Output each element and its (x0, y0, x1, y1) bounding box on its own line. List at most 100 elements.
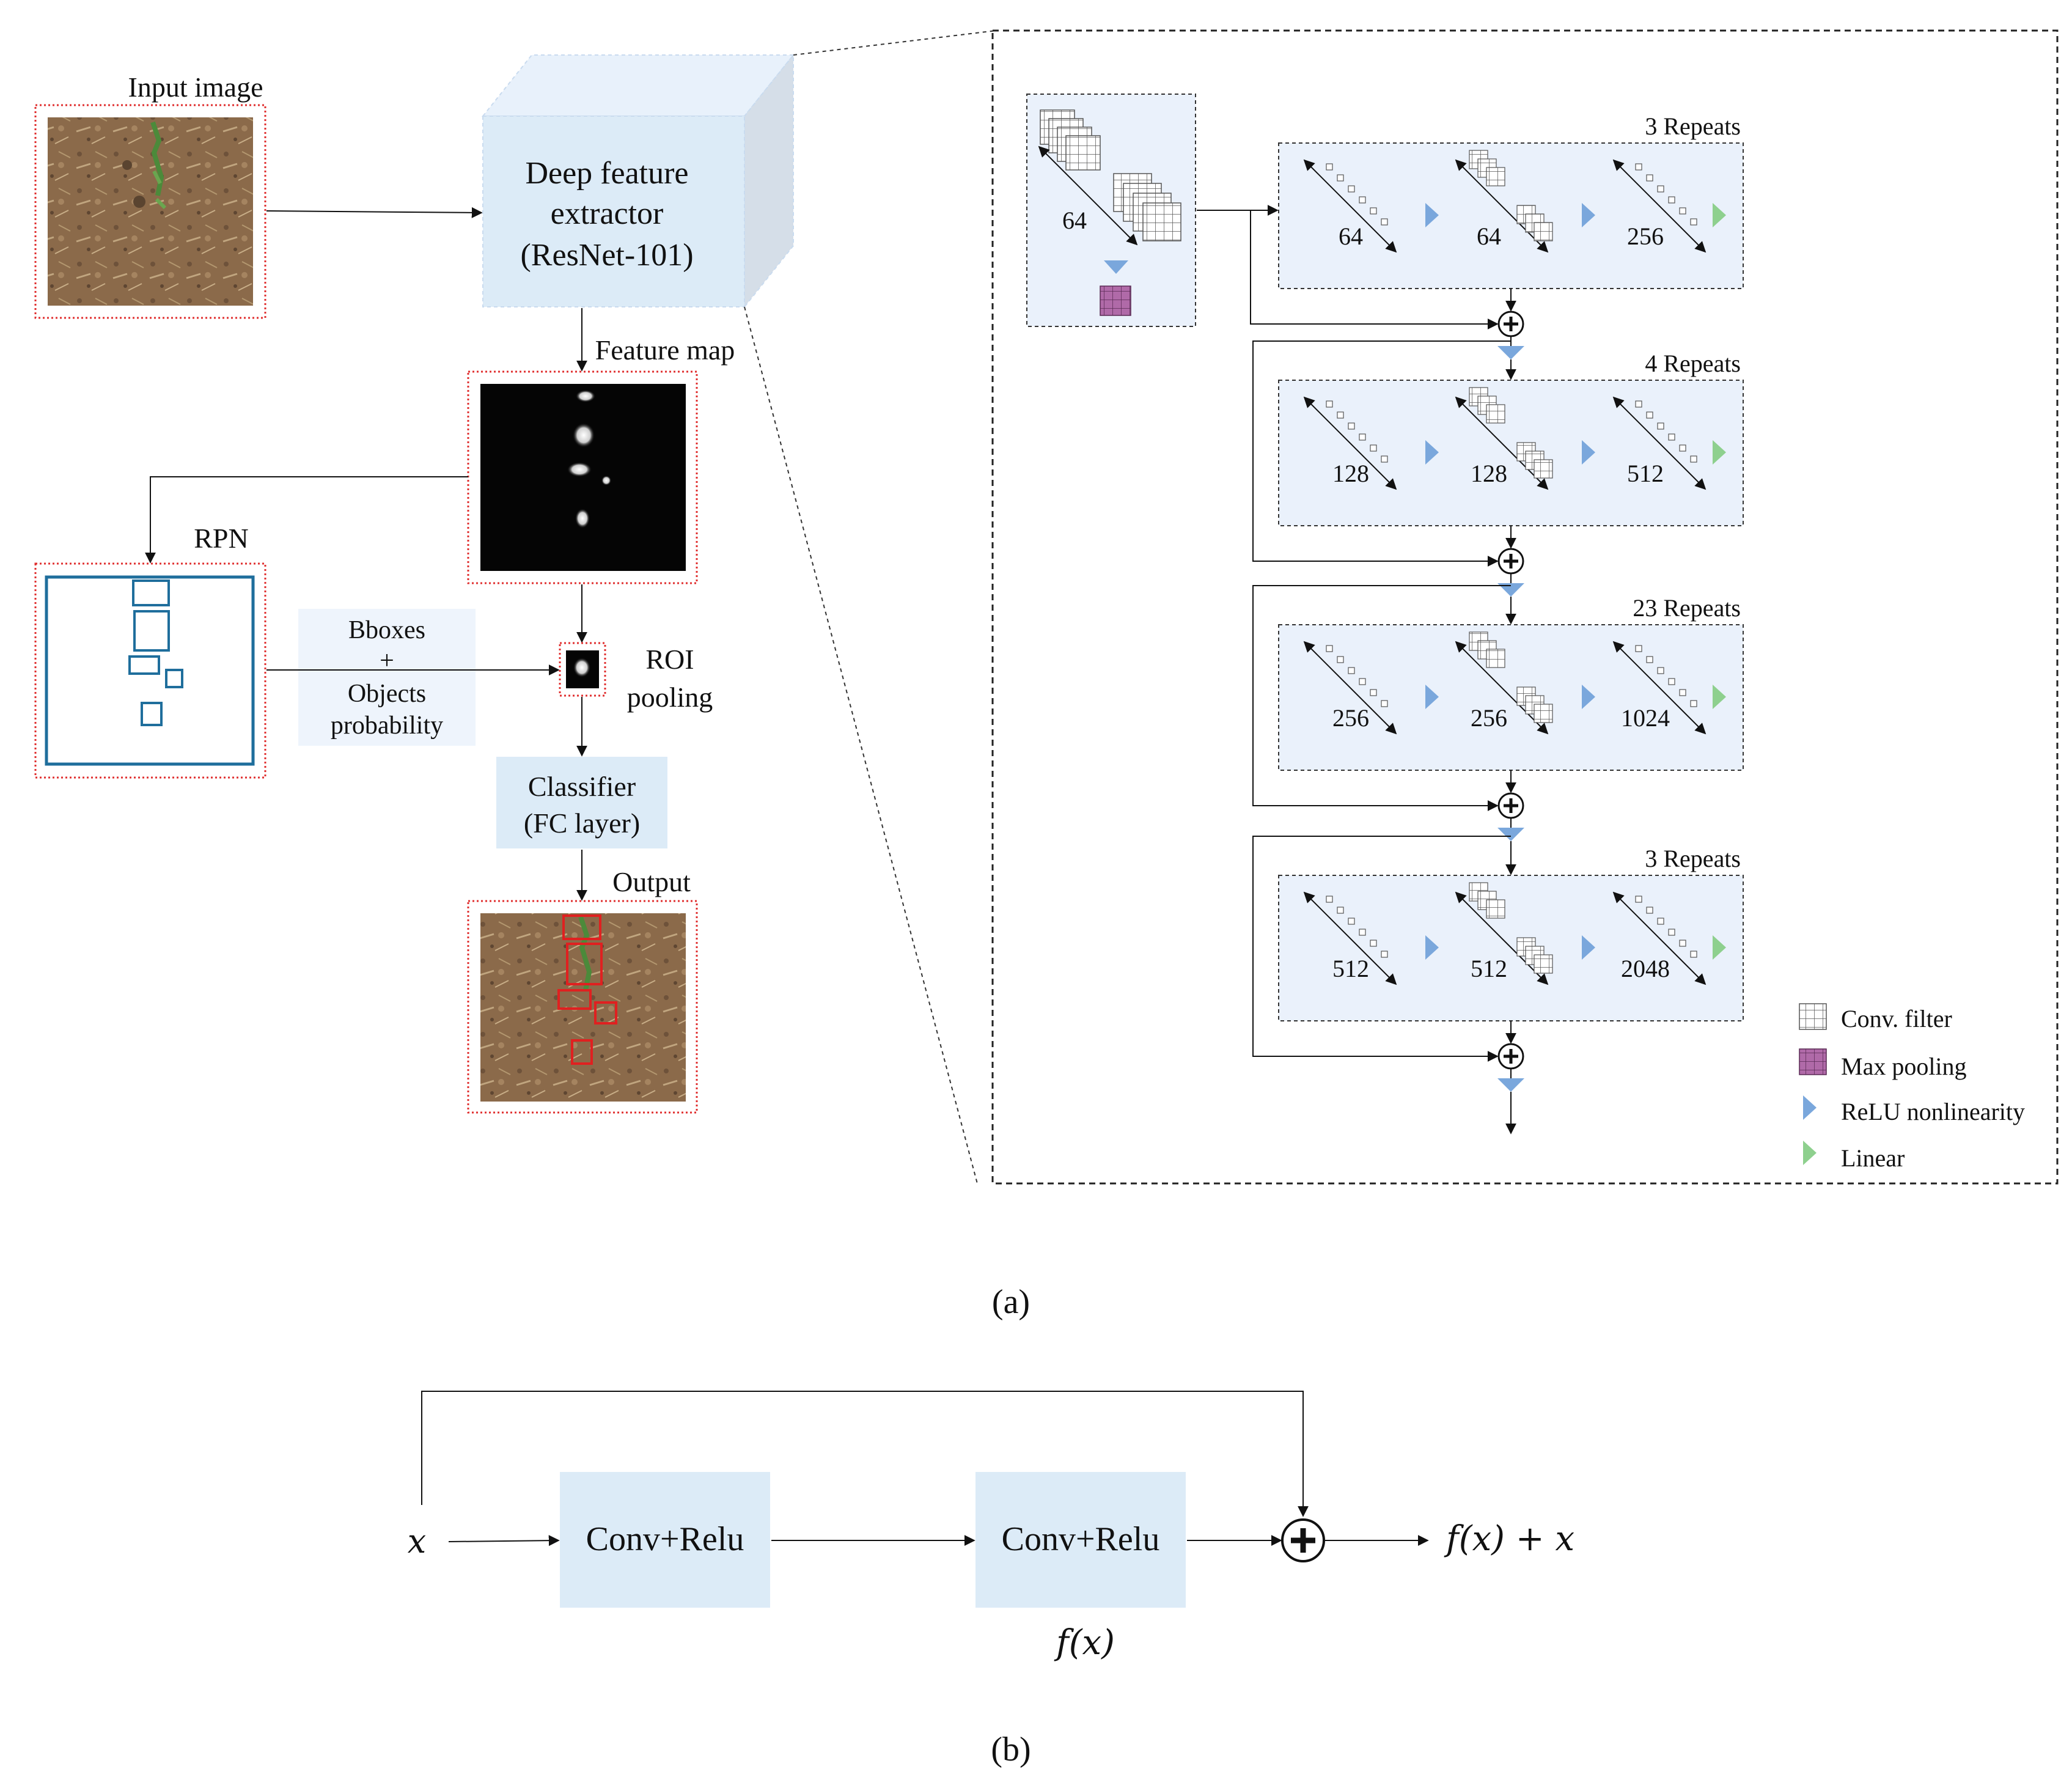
stem-relu-down (1104, 260, 1128, 274)
relu-down-icon (1497, 1078, 1524, 1092)
output-frame (467, 900, 698, 1114)
deep-feature-extractor: Deep feature extractor (ResNet-101) (481, 53, 795, 309)
bboxes-line4: probability (331, 712, 443, 740)
stage-repeats-label: 4 Repeats (1645, 350, 1741, 377)
classifier-line1: Classifier (528, 771, 636, 802)
rpn-frame (34, 562, 266, 779)
skip-connection (1252, 836, 1511, 1062)
legend: Conv. filter Max pooling ReLU nonlineari… (1799, 1003, 2025, 1172)
relu-down-icon (1497, 583, 1524, 597)
extractor-line3: (ResNet-101) (520, 238, 693, 273)
zoom-line-top (793, 30, 997, 56)
classifier-box (496, 757, 667, 848)
arrow-featuremap-to-rpn (145, 476, 468, 564)
conv-relu-block-2 (975, 1472, 1186, 1608)
stage-filter-count-2: 128 (1471, 460, 1507, 487)
conv-relu-block-2-label: Conv+Relu (1002, 1520, 1160, 1558)
legend-conv-icon (1799, 1003, 1827, 1030)
skip-connection (1250, 210, 1499, 329)
arrow-input-to-extractor (266, 207, 483, 218)
stage-filter-count-1: 512 (1332, 955, 1369, 982)
legend-conv-label: Conv. filter (1841, 1005, 1952, 1032)
input-image-label: Input image (128, 72, 263, 103)
output-label: Output (612, 866, 691, 897)
stage-filter-count-1: 256 (1332, 704, 1369, 732)
stem-block: 64 (1026, 94, 1196, 327)
skip-connection (1252, 585, 1511, 811)
rpn-boxes (45, 575, 255, 766)
bboxes-box (298, 609, 476, 746)
resnet-detail: 64 3 Repeats 64 64 256 4 Repeats 128 128 512 23 … (991, 29, 2059, 1185)
resnet-detail-frame (991, 29, 2059, 1185)
linear-icon (1713, 935, 1726, 960)
relu-icon (1425, 440, 1439, 465)
zoom-line-bottom (744, 306, 979, 1187)
output-image (480, 913, 686, 1102)
rpn-label: RPN (194, 523, 248, 554)
relu-icon (1582, 440, 1595, 465)
legend-relu-icon (1803, 1095, 1817, 1120)
relu-icon (1425, 685, 1439, 709)
resnet-stage-2: 4 Repeats 128 128 512 (1252, 340, 1744, 625)
caption-b: (b) (991, 1731, 1030, 1768)
linear-icon (1713, 203, 1726, 227)
relu-icon (1425, 203, 1439, 227)
roi-frame (559, 642, 606, 697)
extractor-line2: extractor (551, 196, 664, 231)
stage-repeats-label: 23 Repeats (1633, 594, 1741, 622)
stage-filter-count-2: 256 (1471, 704, 1507, 732)
sum-node (1497, 311, 1524, 337)
stage-filter-count-3: 256 (1627, 223, 1664, 250)
roi-blob (573, 658, 590, 677)
resnet-stage-3: 23 Repeats 256 256 1024 (1252, 585, 1744, 875)
sum-node (1497, 1043, 1524, 1070)
relu-down-icon (1497, 828, 1524, 841)
arrow-x-to-block1 (448, 1535, 560, 1547)
caption-a: (a) (992, 1283, 1030, 1321)
roi-line1: ROI (645, 644, 694, 675)
linear-icon (1713, 685, 1726, 709)
stage-filter-count-3: 2048 (1621, 955, 1670, 982)
stage-filter-count-2: 64 (1477, 223, 1501, 250)
bboxes-line3: Objects (348, 680, 426, 708)
bboxes-line1: Bboxes (348, 616, 425, 644)
relu-icon (1582, 203, 1595, 227)
conv-relu-block-1 (560, 1472, 770, 1608)
stage-filter-count-1: 128 (1332, 460, 1369, 487)
sum-node (1497, 792, 1524, 819)
legend-maxpool-icon (1799, 1048, 1827, 1075)
stem-label: 64 (1062, 207, 1087, 234)
stage-filter-count-3: 1024 (1621, 704, 1670, 732)
legend-linear-icon (1803, 1141, 1817, 1165)
legend-relu-label: ReLU nonlinearity (1841, 1098, 2025, 1125)
stem-maxpool (1100, 285, 1131, 316)
feature-map-image (480, 384, 686, 571)
classifier-line2: (FC layer) (524, 808, 640, 839)
resnet-stage-4: 3 Repeats 512 512 2048 (1252, 836, 1744, 1135)
relu-icon (1582, 685, 1595, 709)
relu-icon (1582, 935, 1595, 960)
feature-map-label: Feature map (595, 334, 735, 366)
extractor-line1: Deep feature (525, 156, 688, 191)
roi-line2: pooling (627, 682, 713, 713)
input-image (48, 117, 253, 306)
panel-a-pipeline: Input image Deep feature extractor (ResN… (34, 30, 997, 1187)
skip-connection (1252, 340, 1511, 567)
stage-filter-count-1: 64 (1339, 223, 1363, 250)
fx-label: f(x) (1054, 1623, 1115, 1663)
conv-relu-block-1-label: Conv+Relu (586, 1520, 744, 1558)
stage-repeats-label: 3 Repeats (1645, 845, 1741, 872)
relu-down-icon (1497, 346, 1524, 359)
sum-node (1281, 1518, 1325, 1562)
residual-input-x: x (408, 1522, 426, 1561)
skip-connection (421, 1391, 1309, 1517)
relu-icon (1425, 935, 1439, 960)
legend-linear-label: Linear (1841, 1144, 1905, 1172)
stage-filter-count-2: 512 (1471, 955, 1507, 982)
legend-maxpool-label: Max pooling (1841, 1053, 1967, 1080)
stage-filter-count-3: 512 (1627, 460, 1664, 487)
residual-output: f(x) + x (1444, 1519, 1574, 1559)
linear-icon (1713, 440, 1726, 465)
